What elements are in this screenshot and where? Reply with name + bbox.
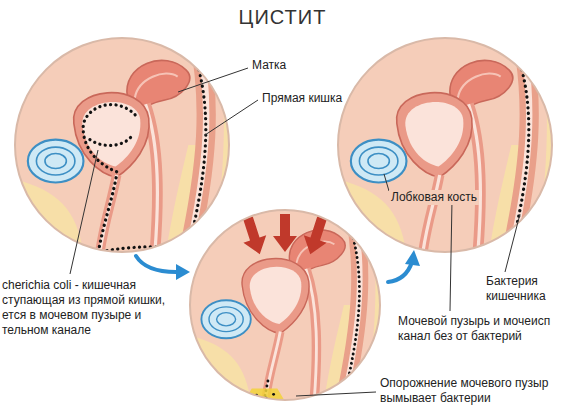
voiding-anatomy xyxy=(181,201,390,410)
part-label: Опорожнение мочевого пузыр вымывает бакт… xyxy=(380,376,562,406)
infected-anatomy xyxy=(4,27,239,262)
clean-anatomy xyxy=(327,27,562,262)
circle-border xyxy=(338,38,552,252)
sequence-arrows xyxy=(136,256,412,282)
leader-lines xyxy=(70,68,520,396)
part-label: Мочевой пузырь и мочеисп канал без от ба… xyxy=(398,314,563,344)
arrow-heads xyxy=(176,250,420,280)
part-label: Бактерия кишечника xyxy=(486,274,562,304)
part-label: Матка xyxy=(252,58,286,73)
circle-border xyxy=(15,38,229,252)
part-label: cherichia coli - кишечная ступающая из п… xyxy=(2,278,184,338)
part-label: Прямая кишка xyxy=(262,91,342,106)
diagram-title: ЦИСТИТ xyxy=(0,6,565,29)
circle-border xyxy=(190,210,380,400)
part-label: Лобковая кость xyxy=(389,190,479,205)
